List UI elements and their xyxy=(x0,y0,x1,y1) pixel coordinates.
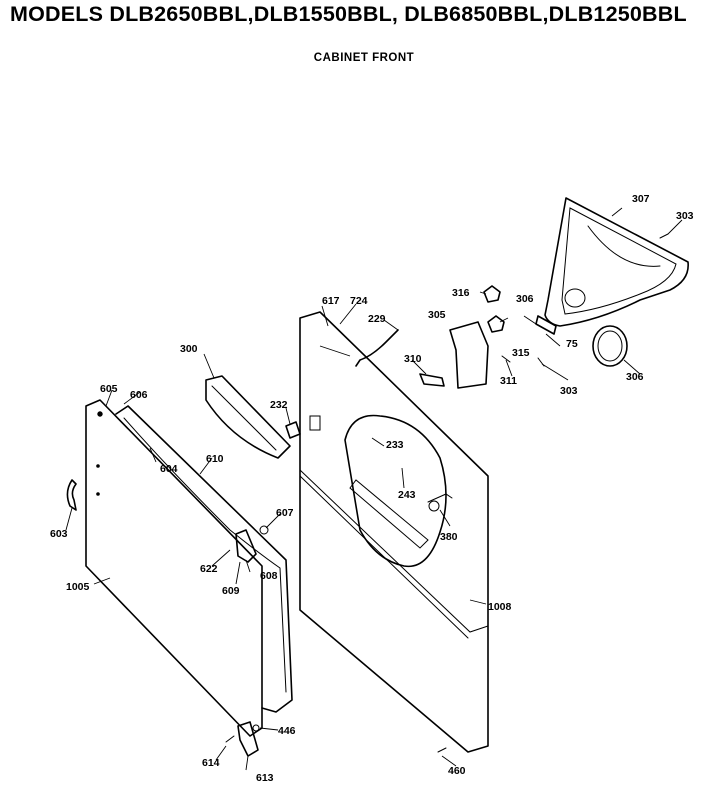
door-liner-610 xyxy=(115,405,293,713)
models-title: MODELS DLB2650BBL,DLB1550BBL, DLB6850BBL… xyxy=(10,2,687,26)
callout-607: 607 xyxy=(276,507,294,519)
callout-613: 613 xyxy=(256,772,274,784)
callout-609: 609 xyxy=(222,585,240,597)
hinge-608 xyxy=(235,529,257,563)
callout-460: 460 xyxy=(448,765,466,777)
clip-306 xyxy=(535,315,557,335)
callout-614: 614 xyxy=(202,757,220,769)
bracket-305 xyxy=(449,321,489,389)
callout-603: 603 xyxy=(50,528,68,540)
wire-harness-229 xyxy=(355,329,399,367)
screw-607 xyxy=(259,525,269,535)
callout-305: 305 xyxy=(428,309,446,321)
callout-315: 315 xyxy=(512,347,530,359)
air-duct-307 xyxy=(544,197,689,327)
callout-300: 300 xyxy=(180,343,198,355)
callout-311: 311 xyxy=(500,375,517,387)
knob-232 xyxy=(285,421,301,439)
callout-610: 610 xyxy=(206,453,224,465)
drum-seal-308 xyxy=(592,325,628,367)
door-handle-603 xyxy=(66,479,77,511)
callout-608: 608 xyxy=(260,570,278,582)
screw-460 xyxy=(437,747,447,753)
callout-724: 724 xyxy=(350,295,368,307)
callout-446: 446 xyxy=(278,725,296,737)
screw-446 xyxy=(252,724,260,732)
callout-243: 243 xyxy=(398,489,416,501)
callout-1008: 1008 xyxy=(488,601,512,613)
callout-306a: 306 xyxy=(516,293,534,305)
callout-303b: 303 xyxy=(560,385,578,397)
callout-307: 307 xyxy=(632,193,650,205)
clip-310 xyxy=(419,373,445,387)
hinge-613 xyxy=(237,721,259,757)
callout-1005: 1005 xyxy=(66,581,90,593)
callout-606: 606 xyxy=(130,389,148,401)
screw-303-top xyxy=(659,233,669,239)
leader-lines xyxy=(65,207,683,771)
screw-311 xyxy=(501,355,511,363)
diagram-subtitle: CABINET FRONT xyxy=(313,52,415,64)
callout-380: 380 xyxy=(440,531,458,543)
callout-604: 604 xyxy=(160,463,178,475)
screw-614 xyxy=(225,735,235,743)
cabinet-front-1008 xyxy=(299,311,489,753)
callout-229: 229 xyxy=(368,313,386,325)
callout-605: 605 xyxy=(100,383,118,395)
callout-233: 233 xyxy=(386,439,404,451)
bracket-316 xyxy=(483,285,501,303)
callout-306b: 306 xyxy=(626,371,644,383)
callout-310: 310 xyxy=(404,353,422,365)
callout-617: 617 xyxy=(322,295,340,307)
callout-75: 75 xyxy=(566,338,578,350)
callout-232: 232 xyxy=(270,399,288,411)
bracket-315 xyxy=(487,315,505,333)
callout-303a: 303 xyxy=(676,210,694,222)
callout-316: 316 xyxy=(452,287,470,299)
callout-622: 622 xyxy=(200,563,218,575)
lint-filter-300 xyxy=(205,375,291,459)
